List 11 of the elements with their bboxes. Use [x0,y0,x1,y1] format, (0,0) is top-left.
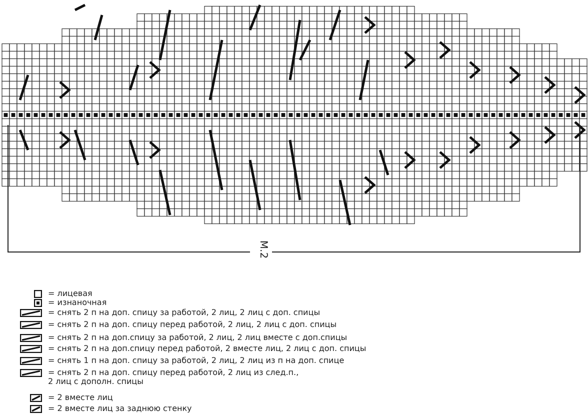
legend-text: = снять 1 п на доп. спицу за работой, 2 лиц, 2 лиц из п на доп. спице [48,356,344,365]
legend-text: = снять 2 п на доп. спицу перед работой, 2 лиц, 2 лиц с доп. спицы [48,320,337,329]
repeat-label: М.2 [258,240,268,259]
legend-text: = 2 вместе лиц [48,393,113,402]
legend-text: = снять 2 п на доп. спицу за работой, 2 лиц, 2 лиц с доп. спицы [48,308,320,317]
legend-text: = изнаночная [48,298,107,307]
legend-text: = снять 2 п на доп. спицу перед работой, 2 лиц из след.п., 2 лиц с дополн. спицы [48,368,300,386]
legend-text: = снять 2 п на доп.спицу за работой, 2 лиц, 2 лиц вместе с доп.спицы [48,333,348,342]
legend-text: = 2 вместе лиц за заднюю стенку [48,404,192,413]
legend-text: = снять 2 п на доп.спицу перед работой, 2 вместе лиц, 2 лиц с доп. спицы [48,344,366,353]
legend-text: = лицевая [48,289,92,298]
